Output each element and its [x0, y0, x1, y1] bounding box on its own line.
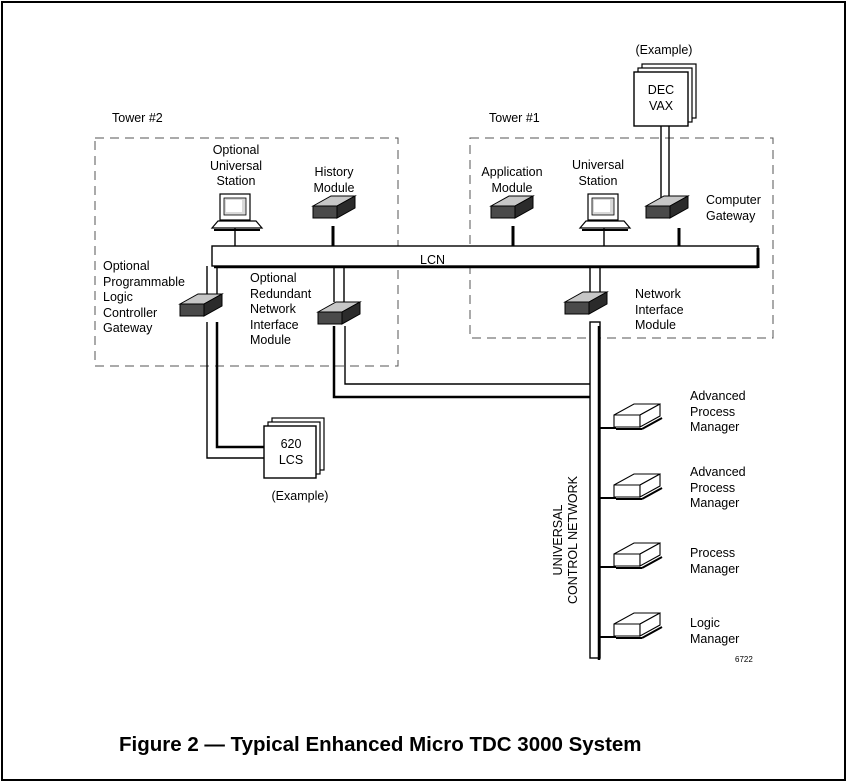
- universal-station-label: Universal Station: [571, 158, 625, 188]
- rnim-label: Optional Redundant Network Interface Mod…: [250, 271, 312, 347]
- ucn-device-label: Advanced Process Manager: [690, 465, 746, 510]
- lcn-bus: [211, 245, 760, 269]
- history-module-box: [311, 195, 357, 219]
- ucn-device-box: [613, 403, 663, 430]
- tower-2-boundary: [94, 137, 399, 367]
- optional-universal-station-icon: [210, 193, 264, 231]
- computer-gateway-box: [644, 195, 690, 219]
- tower-1-label: Tower #1: [489, 111, 540, 125]
- ucn-device-box: [613, 542, 663, 569]
- rnim-box: [316, 301, 362, 325]
- nim-box: [563, 291, 609, 315]
- ucn-label: UNIVERSAL CONTROL NETWORK: [551, 476, 580, 605]
- dec-vax-box: [633, 63, 697, 127]
- ucn-device-label: Process Manager: [690, 546, 740, 576]
- application-module-label: Application Module: [481, 165, 543, 195]
- plc-lcs-links: [206, 322, 266, 459]
- ucn-device-box: [613, 612, 663, 639]
- tower-1-boundary: [469, 137, 774, 339]
- tower-2-label: Tower #2: [112, 111, 163, 125]
- application-module-box: [489, 195, 535, 219]
- dec-vax-example-label: (Example): [635, 43, 693, 57]
- figure-caption: Figure 2 — Typical Enhanced Micro TDC 30…: [119, 733, 642, 756]
- plc-gateway-box: [178, 293, 224, 317]
- ucn-device-label: Advanced Process Manager: [690, 389, 746, 434]
- lcs-box: [263, 417, 325, 479]
- lcn-label: LCN: [420, 253, 446, 267]
- ucn-device-links: [600, 427, 616, 638]
- lcs-example-label: (Example): [271, 489, 329, 503]
- figure-number: 6722: [735, 655, 753, 664]
- computer-gateway-label: Computer Gateway: [706, 193, 761, 223]
- ucn-device-label: Logic Manager: [690, 616, 740, 646]
- plc-gateway-label: Optional Programmable Logic Controller G…: [103, 259, 185, 335]
- history-module-label: History Module: [313, 165, 355, 195]
- optional-universal-station-label: Optional Universal Station: [209, 143, 263, 188]
- dec-vax-label: DEC VAX: [647, 83, 675, 113]
- rnim-ucn-links: [332, 326, 590, 399]
- ucn-bus: [589, 321, 601, 660]
- lcs-label: 620 LCS: [278, 437, 304, 467]
- ucn-device-box: [613, 473, 663, 500]
- universal-station-icon: [578, 193, 632, 231]
- nim-label: Network Interface Module: [635, 287, 684, 332]
